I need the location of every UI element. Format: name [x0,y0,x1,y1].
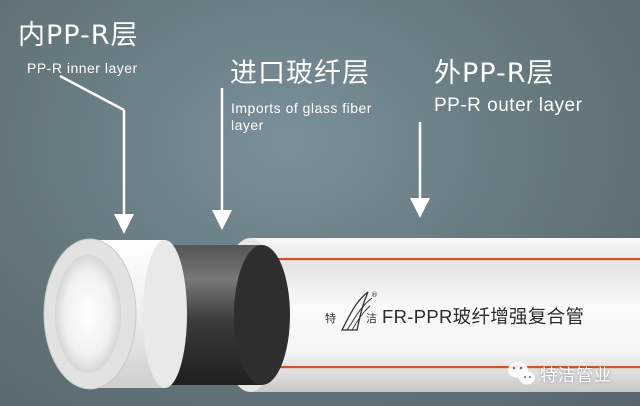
glass-layer-title: 进口玻纤层 [230,58,370,89]
watermark: 特洁管业 [506,361,612,386]
glass-fiber-layer [160,245,290,385]
outer-stripes [262,258,640,369]
arrow-glass [212,88,232,230]
arrow-inner [59,74,134,234]
inner-layer-title: 内PP-R层 [18,20,139,51]
wechat-icon [508,362,535,385]
outer-layer-caption: PP-R outer layer [434,95,583,116]
inner-layer [43,238,187,390]
inner-layer-caption: PP-R inner layer [27,60,138,76]
glass-layer-caption: Imports of glass fiber layer [231,100,372,133]
arrow-outer [410,122,430,218]
logo-right-char: 洁 [366,312,377,325]
watermark-text: 特洁管业 [540,366,612,386]
registered-mark: ® [371,291,378,299]
logo-left-char: 特 [325,312,336,325]
brand-logo-mark [340,291,373,331]
product-name: FR-PPR玻纤增强复合管 [382,306,585,327]
outer-layer-title: 外PP-R层 [434,58,555,89]
pipe-bore [55,255,121,373]
